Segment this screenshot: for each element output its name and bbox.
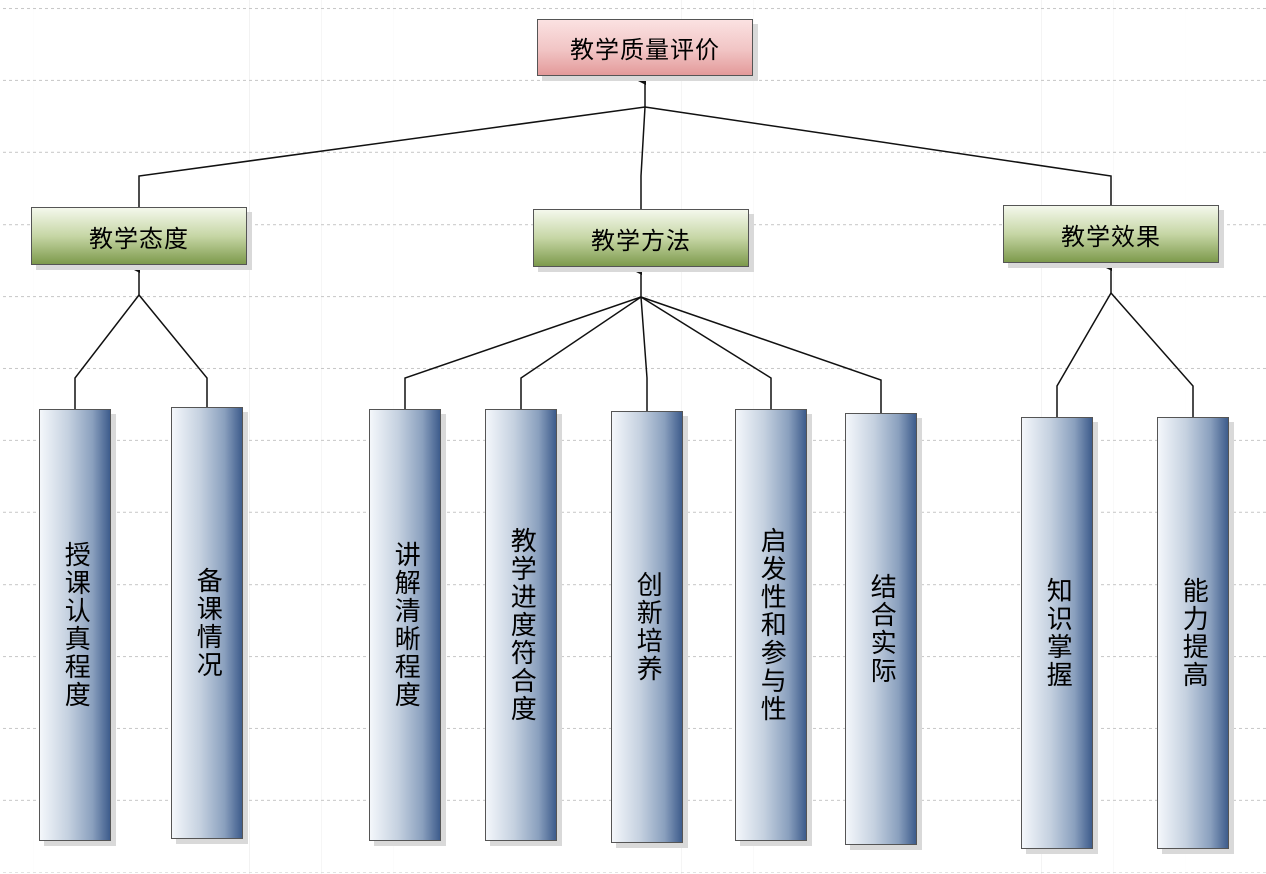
root-label: 教学质量评价 [570,36,720,64]
leaf-label: 备课情况 [192,567,223,679]
category-teaching-effect: 教学效果 [1003,205,1219,263]
leaf-node: 讲解清晰程度 [369,409,441,841]
connector-leaf-8 [1056,292,1112,417]
connector-leaf-5 [640,296,648,411]
leaf-label: 知识掌握 [1042,577,1073,689]
connector-leaf-2 [138,294,208,407]
root-node: 教学质量评价 [537,19,753,76]
connector-leaf-7 [640,296,882,413]
connector-leaf-6 [640,296,772,409]
leaf-node: 备课情况 [171,407,243,839]
connector-teaching-attitude [138,106,646,207]
leaf-label: 创新培养 [632,571,663,683]
connector-leaf-9 [1110,292,1194,417]
connector-leaf-3 [404,296,642,409]
connector-teaching-effect [644,106,1112,205]
leaf-label: 启发性和参与性 [756,527,787,723]
leaf-node: 授课认真程度 [39,409,111,841]
leaf-label: 结合实际 [866,573,897,685]
category-teaching-method: 教学方法 [533,209,749,267]
leaf-node: 创新培养 [611,411,683,843]
category-label: 教学效果 [1061,222,1161,251]
leaf-node: 启发性和参与性 [735,409,807,841]
leaf-node: 能力提高 [1157,417,1229,849]
connector-leaf-1 [74,294,140,409]
leaf-label: 讲解清晰程度 [390,541,421,709]
leaf-label: 授课认真程度 [60,541,91,709]
connector-teaching-method [640,106,646,209]
leaf-node: 知识掌握 [1021,417,1093,849]
category-label: 教学态度 [89,224,189,253]
category-teaching-attitude: 教学态度 [31,207,247,265]
leaf-label: 能力提高 [1178,577,1209,689]
connector-leaf-4 [520,296,642,409]
category-label: 教学方法 [591,226,691,255]
leaf-label: 教学进度符合度 [506,527,537,723]
leaf-node: 结合实际 [845,413,917,845]
leaf-node: 教学进度符合度 [485,409,557,841]
